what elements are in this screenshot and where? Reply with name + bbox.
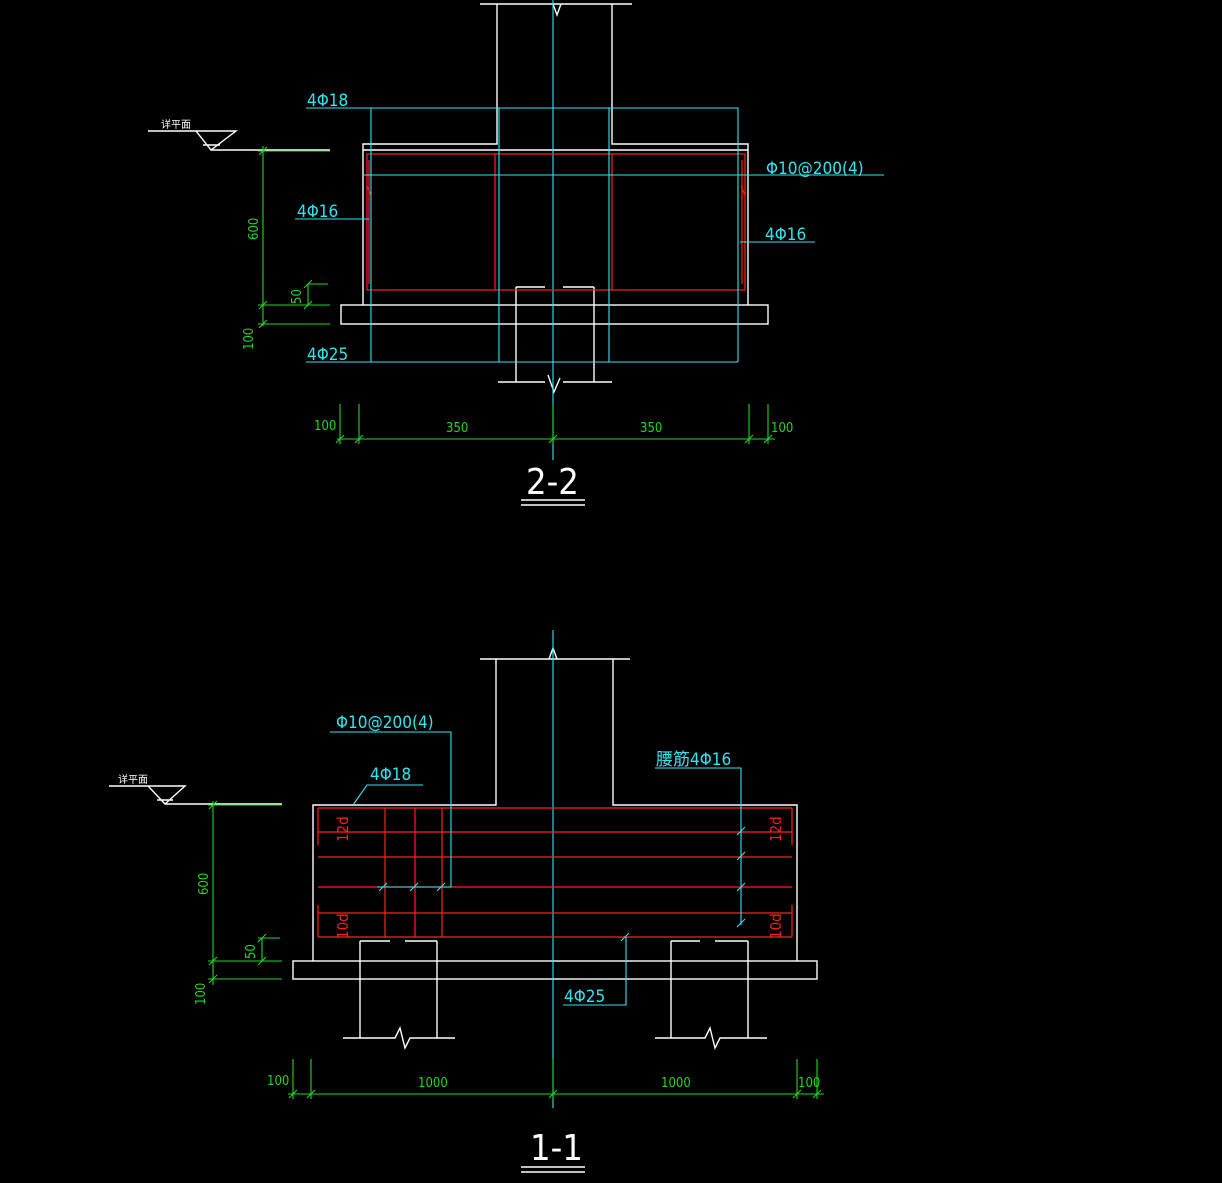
section-2-2: 4Φ18 Φ10@200(4) 4Φ16 4Φ16 4Φ25 详平面 600 5…: [148, 0, 884, 506]
ground-symbol-2-2: [148, 130, 330, 151]
dim-h-1-1-d: 100: [798, 1076, 820, 1091]
dim-horizontal-2-2: [335, 404, 775, 444]
dim-h-1-1-b: 1000: [418, 1076, 448, 1091]
anchor-bottom-right-1-1: 10d: [767, 913, 785, 939]
column-2-2: [362, 3, 749, 305]
leader-top-bars-2-2: [306, 107, 739, 362]
ground-symbol-1-1: [109, 785, 282, 805]
label-stirrup-2-2: Φ10@200(4): [766, 159, 864, 179]
dim-h-2-2-c: 350: [640, 421, 662, 436]
label-waist-bars-1-1: 腰筋4Φ16: [656, 750, 731, 770]
dim-h-1-1-c: 1000: [661, 1076, 691, 1091]
dim-h-1-1-a: 100: [267, 1074, 289, 1089]
label-stirrup-1-1: Φ10@200(4): [336, 713, 434, 733]
anchor-top-right-1-1: 12d: [767, 816, 785, 842]
anchors-1-1: [317, 808, 793, 937]
dim-vertical-2-2: [258, 146, 330, 329]
anchor-top-left-1-1: 12d: [334, 816, 352, 842]
leader-waist-bars-1-1: [655, 767, 746, 928]
column-1-1: [312, 645, 798, 961]
side-bar-ticks-2-2: [366, 160, 746, 284]
dim-pad-2-2: 100: [242, 328, 257, 350]
ground-label-2-2: 详平面: [161, 118, 191, 131]
dim-h-2-2-d: 100: [771, 421, 793, 436]
dim-h-2-2-b: 350: [446, 421, 468, 436]
dim-height-2-2: 600: [247, 218, 262, 240]
dim-height-1-1: 600: [197, 873, 212, 895]
leader-bottom-bars-1-1: [563, 932, 630, 1006]
label-side-bars-left-2-2: 4Φ16: [297, 202, 338, 222]
section-title-2-2: 2-2: [526, 462, 579, 503]
pile-right-1-1: [655, 940, 767, 1051]
label-bottom-bars-1-1: 4Φ25: [564, 987, 605, 1007]
dim-cover-1-1: 50: [244, 944, 259, 959]
ground-label-1-1: 详平面: [118, 773, 148, 786]
dim-pad-1-1: 100: [194, 983, 209, 1005]
leader-stirrup-1-1: [330, 731, 452, 892]
label-top-bars-1-1: 4Φ18: [370, 765, 411, 785]
longitudinal-bars-1-1: [318, 807, 792, 938]
label-side-bars-right-2-2: 4Φ16: [765, 225, 806, 245]
dim-cover-2-2: 50: [290, 289, 305, 304]
title-underline-2-2: [521, 499, 585, 506]
dim-h-2-2-a: 100: [314, 419, 336, 434]
dim-horizontal-1-1: [288, 1059, 824, 1099]
pile-head-2-2: [498, 286, 612, 394]
dim-vertical-1-1: [208, 800, 282, 985]
section-title-1-1: 1-1: [530, 1128, 583, 1169]
label-bottom-bars-2-2: 4Φ25: [307, 345, 348, 365]
label-top-bars-2-2: 4Φ18: [307, 91, 348, 111]
stirrup-outer-2-2: [366, 153, 746, 291]
blinding-pad-2-2: [340, 304, 769, 325]
blinding-pad-1-1: [292, 960, 818, 980]
stirrups-1-1: [384, 808, 443, 937]
section-1-1: 12d 12d 10d 10d Φ10@200(4) 4Φ18 腰筋4Φ16 4…: [109, 630, 824, 1173]
pile-left-1-1: [343, 940, 455, 1051]
anchor-bottom-left-1-1: 10d: [334, 913, 352, 939]
title-underline-1-1: [521, 1166, 585, 1173]
leader-top-bars-1-1: [352, 784, 423, 806]
